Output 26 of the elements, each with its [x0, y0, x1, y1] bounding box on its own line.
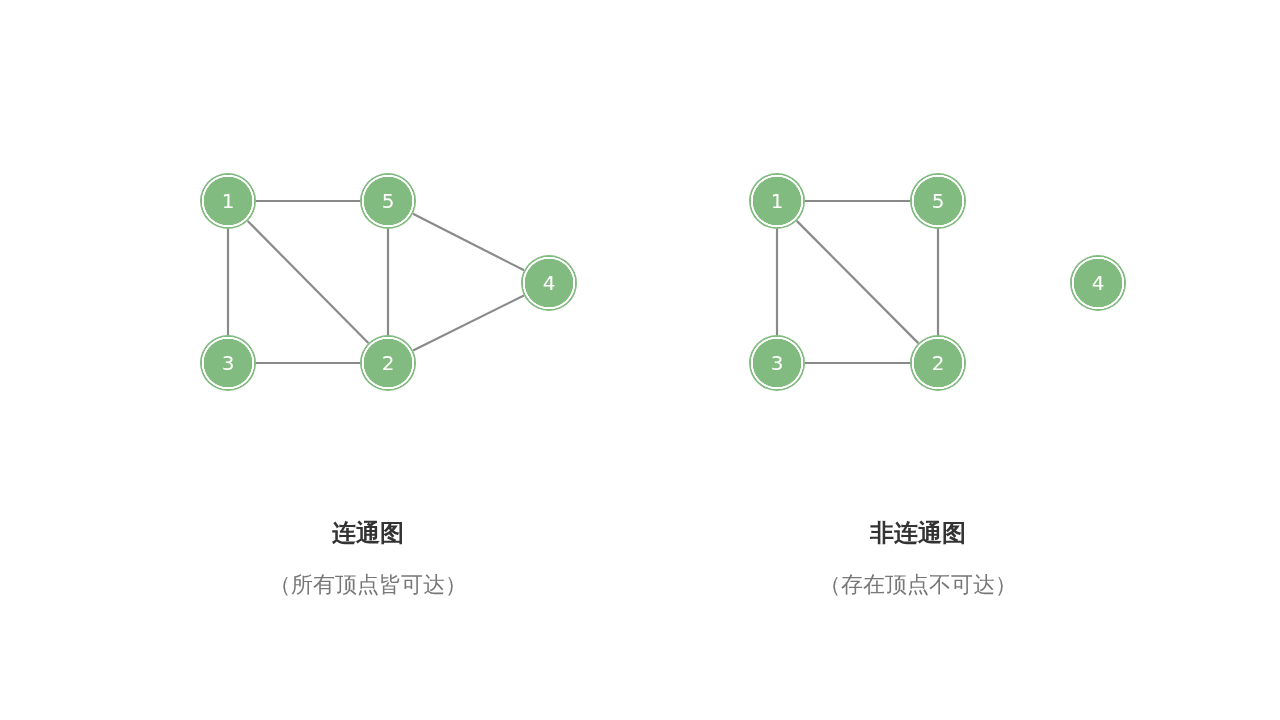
vertex-circle: 1 — [749, 173, 805, 229]
vertex-circle: 4 — [521, 255, 577, 311]
edge-line — [246, 220, 370, 344]
edge-line — [805, 199, 910, 203]
edge-line — [256, 361, 360, 365]
graph-title: 非连通图 — [870, 518, 966, 549]
graph-subtitle: （所有顶点皆可达） — [269, 571, 467, 599]
vertex-circle: 2 — [910, 335, 966, 391]
vertex-circle: 2 — [360, 335, 416, 391]
edge-line — [386, 229, 390, 335]
graph-title: 连通图 — [332, 518, 404, 549]
edge-line — [805, 361, 910, 365]
vertex-circle: 3 — [200, 335, 256, 391]
edge-line — [412, 294, 525, 352]
vertex-circle: 1 — [200, 173, 256, 229]
edge-line — [256, 199, 360, 203]
vertex-circle: 4 — [1070, 255, 1126, 311]
graph-subtitle: （存在顶点不可达） — [819, 571, 1017, 599]
vertex-circle: 5 — [360, 173, 416, 229]
edge-line — [775, 229, 779, 335]
edge-line — [795, 220, 920, 344]
vertex-circle: 5 — [910, 173, 966, 229]
vertex-circle: 3 — [749, 335, 805, 391]
edge-line — [412, 212, 525, 272]
edge-line — [226, 229, 230, 335]
edge-line — [936, 229, 940, 335]
